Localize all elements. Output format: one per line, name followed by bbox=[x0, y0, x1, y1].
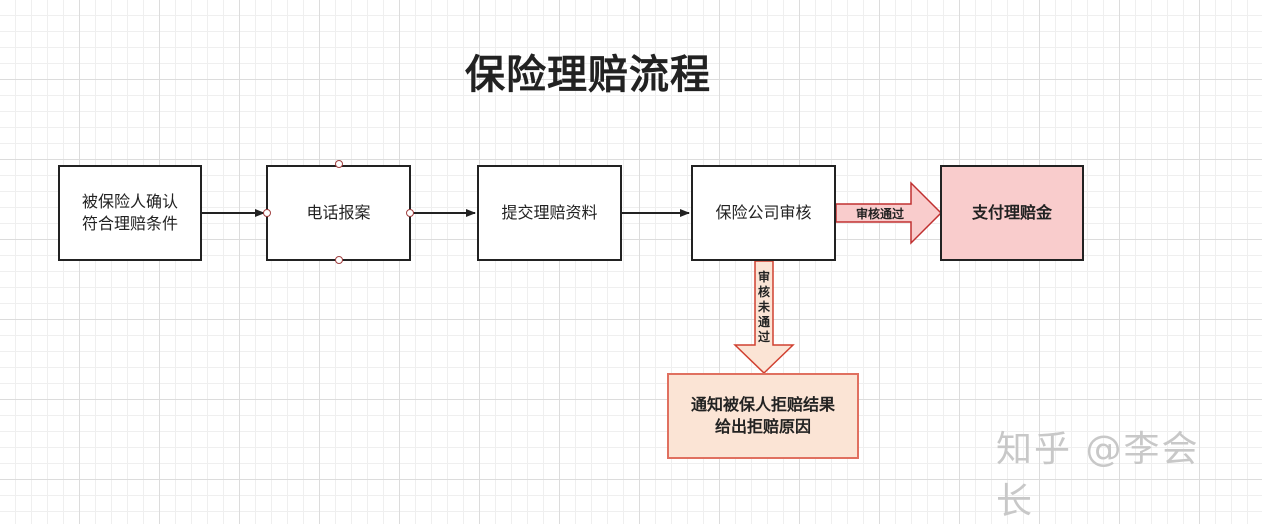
watermark: 知乎 @李会长 bbox=[996, 429, 1200, 522]
node-pay-claim: 支付理赔金 bbox=[940, 165, 1084, 261]
approved-arrow bbox=[835, 181, 943, 245]
connection-port-top bbox=[335, 160, 343, 168]
node-label: 电话报案 bbox=[306, 203, 371, 222]
edge-label-char: 审 bbox=[757, 270, 770, 284]
edge-label-char: 过 bbox=[757, 330, 770, 344]
node-label: 提交理赔资料 bbox=[501, 203, 598, 222]
edge-label-rejected: 审 核 未 通 过 bbox=[754, 270, 774, 345]
node-notify-rejection: 通知被保人拒赔结果 给出拒赔原因 bbox=[667, 373, 859, 459]
node-confirm-eligibility: 被保险人确认 符合理赔条件 bbox=[58, 165, 202, 261]
node-submit-documents: 提交理赔资料 bbox=[477, 165, 622, 261]
connection-port-bottom bbox=[335, 256, 343, 264]
edge-label-char: 通 bbox=[757, 315, 770, 329]
node-label: 保险公司审核 bbox=[715, 203, 812, 222]
edge-label-approved: 审核通过 bbox=[855, 207, 904, 221]
node-phone-report: 电话报案 bbox=[266, 165, 411, 261]
edge-label-char: 核 bbox=[757, 285, 770, 299]
rejected-arrow bbox=[733, 260, 795, 375]
diagram-title: 保险理赔流程 bbox=[465, 52, 711, 98]
connection-port-left bbox=[263, 209, 271, 217]
node-label: 被保险人确认 符合理赔条件 bbox=[81, 192, 178, 233]
node-label: 支付理赔金 bbox=[971, 203, 1052, 222]
node-label: 通知被保人拒赔结果 给出拒赔原因 bbox=[690, 395, 835, 436]
edge-label-char: 未 bbox=[757, 300, 770, 314]
node-insurer-review: 保险公司审核 bbox=[691, 165, 836, 261]
connection-port-right bbox=[406, 209, 414, 217]
connectors bbox=[202, 181, 943, 375]
